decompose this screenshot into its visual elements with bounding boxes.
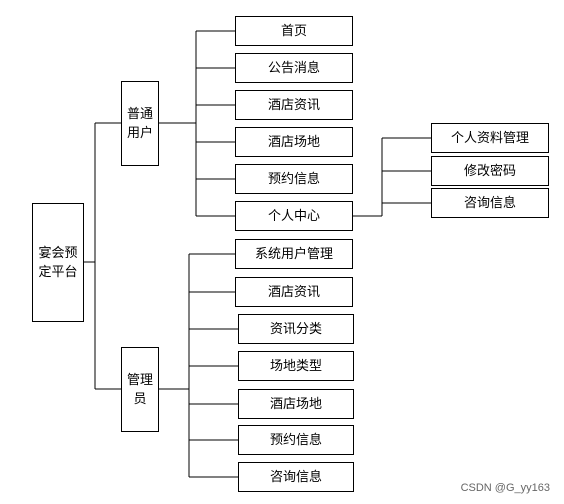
admin-item-venue-type: 场地类型 — [238, 351, 354, 381]
user-item-home: 首页 — [235, 16, 353, 46]
user-item-reservations: 预约信息 — [235, 164, 353, 194]
root-node: 宴会预定平台 — [32, 203, 84, 322]
watermark: CSDN @G_yy163 — [460, 482, 550, 494]
group-node-admin: 管理员 — [121, 347, 159, 432]
user-item-hotel-news: 酒店资讯 — [235, 90, 353, 120]
admin-item-hotel-venue: 酒店场地 — [238, 389, 354, 419]
personal-item-password: 修改密码 — [431, 156, 549, 186]
admin-item-system-users: 系统用户管理 — [235, 239, 353, 269]
group-node-user: 普通用户 — [121, 81, 159, 166]
personal-item-consult: 咨询信息 — [431, 188, 549, 218]
admin-item-hotel-news: 酒店资讯 — [235, 277, 353, 307]
admin-item-consult: 咨询信息 — [238, 462, 354, 492]
user-item-announcements: 公告消息 — [235, 53, 353, 83]
user-item-hotel-venue: 酒店场地 — [235, 127, 353, 157]
personal-item-profile: 个人资料管理 — [431, 123, 549, 153]
user-item-personal-center: 个人中心 — [235, 201, 353, 231]
admin-item-news-category: 资讯分类 — [238, 314, 354, 344]
admin-item-reservations: 预约信息 — [238, 425, 354, 455]
